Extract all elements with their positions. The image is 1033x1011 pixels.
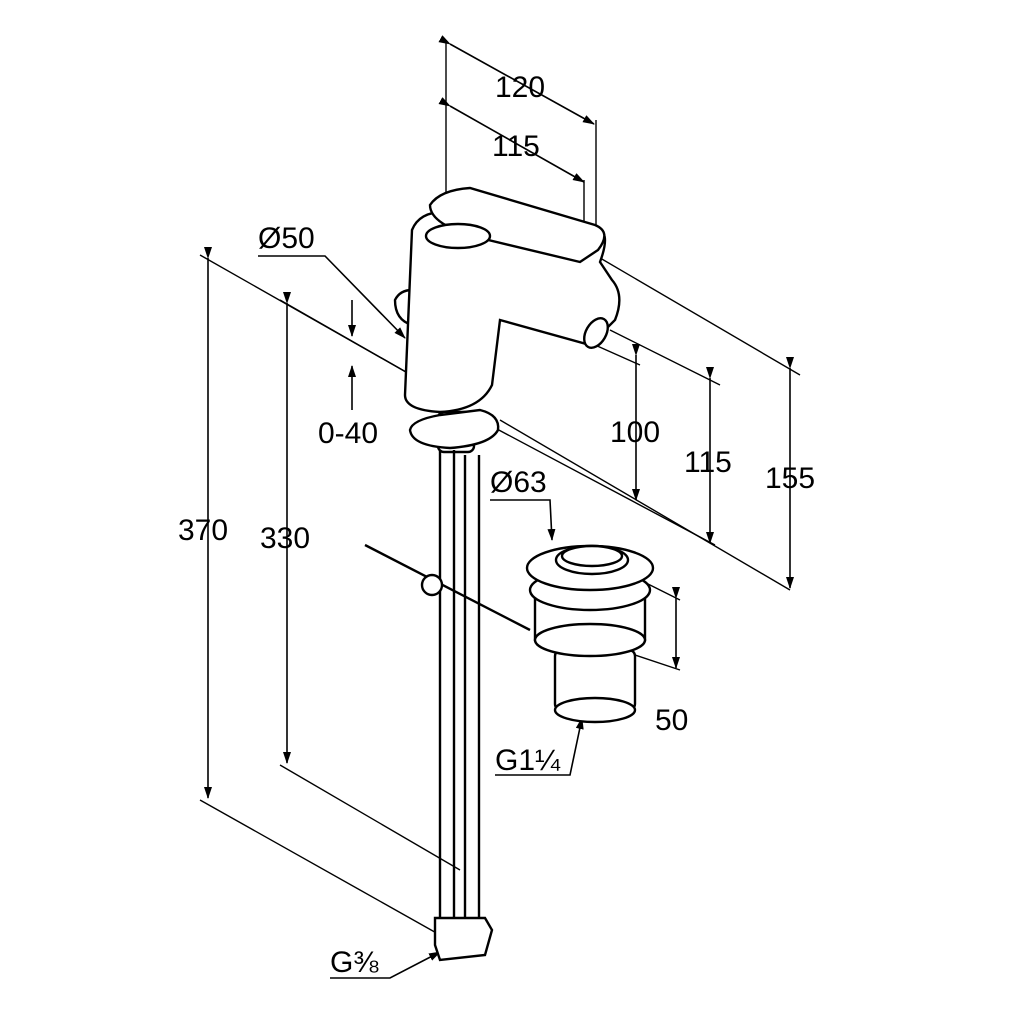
dim-155: 155 bbox=[765, 462, 815, 495]
dim-deck-thickness: 0-40 bbox=[318, 417, 378, 450]
pop-up-waste bbox=[525, 544, 655, 724]
dim-100: 100 bbox=[610, 416, 660, 449]
dimension-lines bbox=[204, 35, 794, 979]
extension-lines bbox=[199, 40, 801, 936]
aerator bbox=[583, 317, 609, 349]
dim-waste-diameter: Ø63 bbox=[490, 466, 547, 499]
supply-thread-label: G⅜ bbox=[330, 946, 379, 979]
dim-330: 330 bbox=[260, 522, 310, 555]
dim-50: 50 bbox=[655, 704, 688, 737]
dim-body-diameter: Ø50 bbox=[258, 222, 315, 255]
dim-115-top: 115 bbox=[492, 130, 540, 163]
cartridge-cap bbox=[424, 222, 492, 250]
deck-washer bbox=[408, 408, 500, 450]
supply-nut bbox=[433, 916, 494, 962]
waste-thread-label: G1¼ bbox=[495, 744, 561, 777]
faucet-handle bbox=[428, 186, 606, 264]
faucet bbox=[364, 186, 621, 962]
pop-up-rod bbox=[364, 543, 531, 632]
dim-120: 120 bbox=[495, 71, 545, 104]
dim-115-right: 115 bbox=[684, 446, 732, 479]
dim-370: 370 bbox=[178, 514, 228, 547]
rod-clamp bbox=[420, 573, 444, 597]
